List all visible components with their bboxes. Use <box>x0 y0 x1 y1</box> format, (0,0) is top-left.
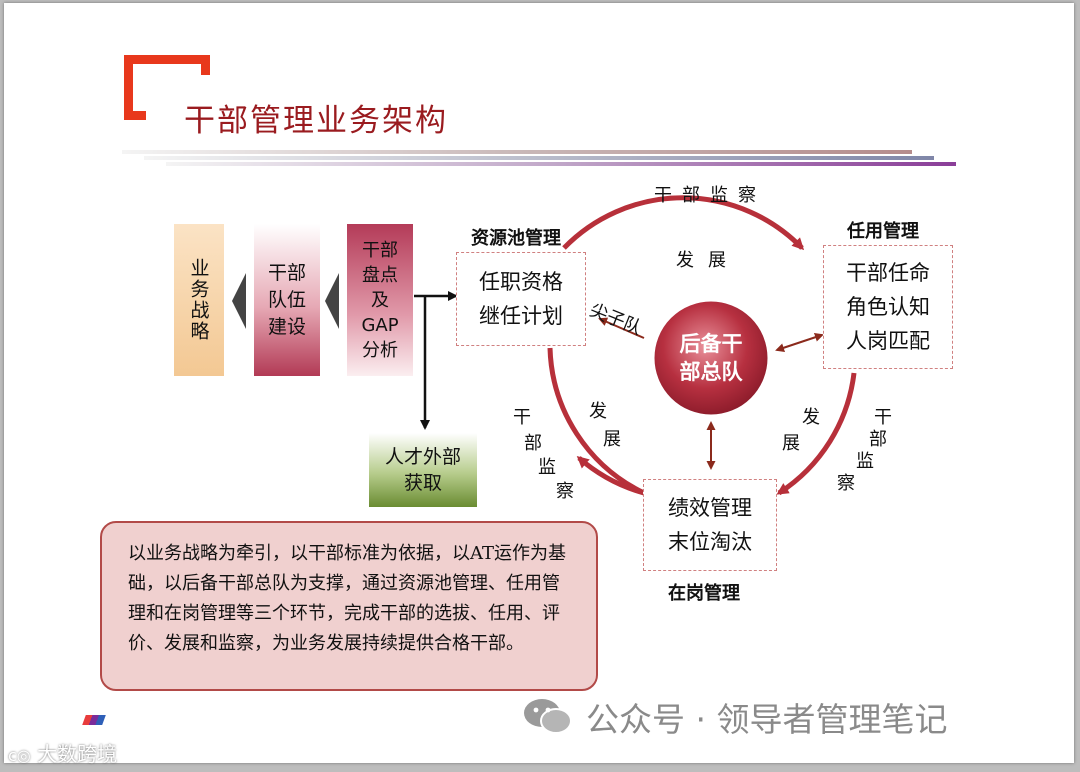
develop-right-1: 发 <box>802 407 820 428</box>
arc-top-label: 干部监察 <box>654 185 766 206</box>
chevron-left-icon <box>325 273 339 329</box>
arc-right-2: 部 <box>869 429 887 450</box>
arc-right-1: 干 <box>874 407 892 428</box>
arrow-to-pool <box>598 317 645 339</box>
reserve-team-label: 后备干 部总队 <box>653 321 769 395</box>
arc-left-1: 干 <box>513 407 531 428</box>
business-strategy-label: 业务战略 <box>187 258 210 342</box>
inventory-gap-box: 干部 盘点 及 GAP 分析 <box>347 224 413 376</box>
external-talent-line-2: 获取 <box>403 472 442 494</box>
develop-right-2: 展 <box>782 433 800 454</box>
divider-stripe-1 <box>122 150 912 154</box>
develop-left-2: 展 <box>603 429 621 450</box>
inventory-line-3: 及 <box>371 289 389 311</box>
arc-left-3: 监 <box>538 457 556 478</box>
arrow-to-appoint <box>775 332 824 353</box>
onjob-item: 末位淘汰 <box>668 530 752 554</box>
title-bracket-top <box>124 55 210 64</box>
develop-left-1: 发 <box>589 401 607 422</box>
reserve-team-line-2: 部总队 <box>679 360 743 384</box>
appoint-item: 角色认知 <box>846 295 930 319</box>
pool-box: 任职资格 继任计划 <box>456 252 586 346</box>
external-talent-box: 人才外部 获取 <box>369 433 477 507</box>
reserve-team-circle <box>651 298 771 418</box>
team-build-line-3: 建设 <box>267 315 306 338</box>
corner-watermark-text: 大数跨境 <box>37 742 118 766</box>
cycle-arc-left <box>547 347 646 496</box>
cycle-arc-right <box>776 372 857 496</box>
appoint-item: 干部任命 <box>846 261 930 285</box>
brand-logo-icon <box>82 715 106 725</box>
appoint-item: 人岗匹配 <box>846 329 930 353</box>
wechat-icon <box>524 699 572 734</box>
onjob-item: 绩效管理 <box>668 496 752 520</box>
team-build-box: 干部 队伍 建设 <box>254 224 320 376</box>
business-strategy-box: 业务战略 <box>174 224 224 376</box>
external-talent-line-1: 人才外部 <box>384 446 461 468</box>
onjob-heading: 在岗管理 <box>668 583 740 604</box>
arc-left-4: 察 <box>556 481 574 502</box>
arc-left-2: 部 <box>524 433 542 454</box>
corner-logo-icon: ᴄ◎ <box>8 746 31 765</box>
cycle-arc-top <box>562 195 805 251</box>
team-build-line-2: 队伍 <box>267 288 306 311</box>
cycle-diagram <box>232 195 857 496</box>
title-bracket-bottom <box>124 111 146 120</box>
arc-right-3: 监 <box>856 451 874 472</box>
page-title: 干部管理业务架构 <box>184 103 448 139</box>
summary-note: 以业务战略为牵引，以干部标准为依据，以AT运作为基础，以后备干部总队为支撑，通过… <box>100 521 598 691</box>
onjob-box: 绩效管理 末位淘汰 <box>643 479 777 571</box>
appoint-box: 干部任命 角色认知 人岗匹配 <box>823 245 953 369</box>
title-bracket-tick <box>201 55 210 75</box>
team-build-line-1: 干部 <box>267 261 306 284</box>
chevron-left-icon <box>232 273 246 329</box>
inventory-line-5: 分析 <box>362 339 398 361</box>
wechat-watermark: 公众号 · 领导者管理笔记 <box>586 700 948 739</box>
inventory-line-1: 干部 <box>362 239 398 261</box>
title-bracket-left <box>124 55 133 120</box>
pool-item: 继任计划 <box>479 304 563 328</box>
cycle-arc-left-head <box>576 456 645 496</box>
divider-stripe-3 <box>166 162 956 166</box>
inventory-line-2: 盘点 <box>362 264 398 286</box>
corner-watermark: ᴄ◎ 大数跨境 <box>8 738 117 767</box>
reserve-team-line-1: 后备干 <box>679 332 743 356</box>
slide: 干部管理业务架构 业务战略 干部 队伍 建设 干部 盘点 及 GAP 分析 人才… <box>4 3 1074 763</box>
inventory-line-4: GAP <box>361 314 399 336</box>
arc-right-4: 察 <box>837 473 855 494</box>
develop-top-label: 发展 <box>676 250 740 271</box>
divider-stripe-2 <box>144 156 934 160</box>
appoint-heading: 任用管理 <box>847 221 919 242</box>
pool-item: 任职资格 <box>479 270 563 294</box>
pool-heading: 资源池管理 <box>471 228 561 249</box>
